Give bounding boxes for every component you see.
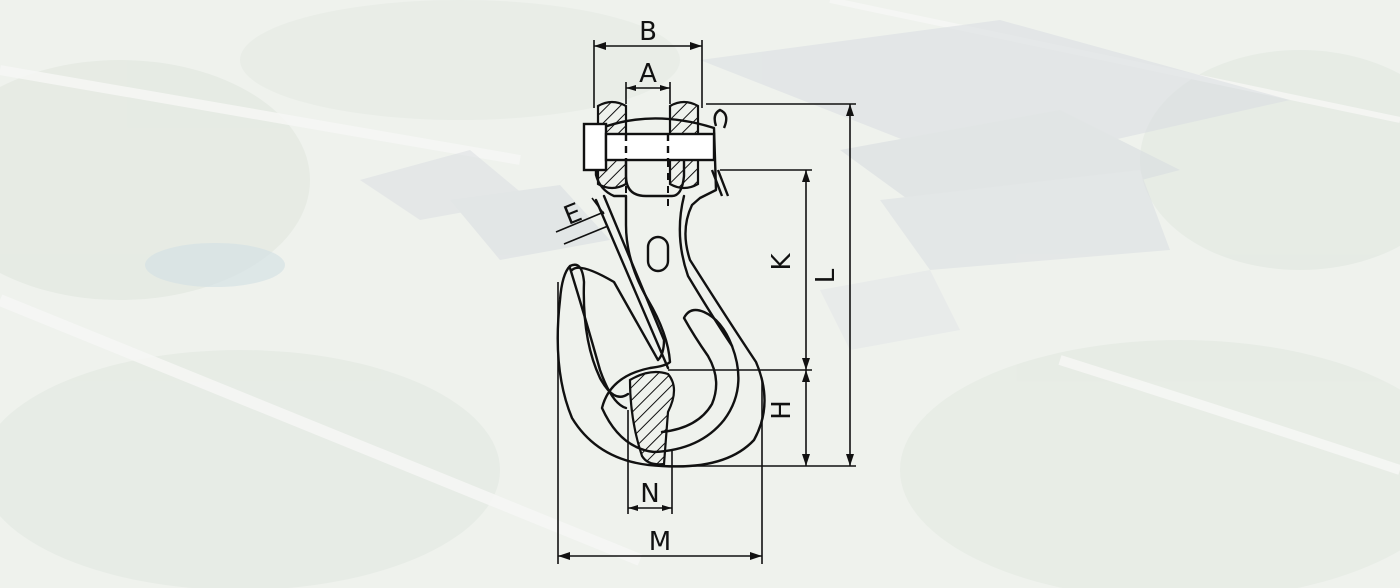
- dim-label-K: K: [767, 253, 797, 271]
- dim-label-L: L: [811, 268, 841, 283]
- hidden-lines: [625, 160, 669, 212]
- dim-label-B: B: [639, 17, 657, 47]
- dim-label-N: N: [640, 479, 659, 509]
- hatched-section: [628, 370, 676, 466]
- dim-label-M: M: [649, 527, 671, 557]
- dimension-labels: B A E K L H N M: [560, 17, 841, 557]
- dim-label-E: E: [560, 198, 586, 232]
- dimension-arrows: [558, 42, 854, 560]
- dim-label-H: H: [767, 400, 797, 420]
- dim-label-A: A: [639, 59, 657, 89]
- dimension-lines: [555, 40, 856, 564]
- clevis-pin: [582, 108, 730, 197]
